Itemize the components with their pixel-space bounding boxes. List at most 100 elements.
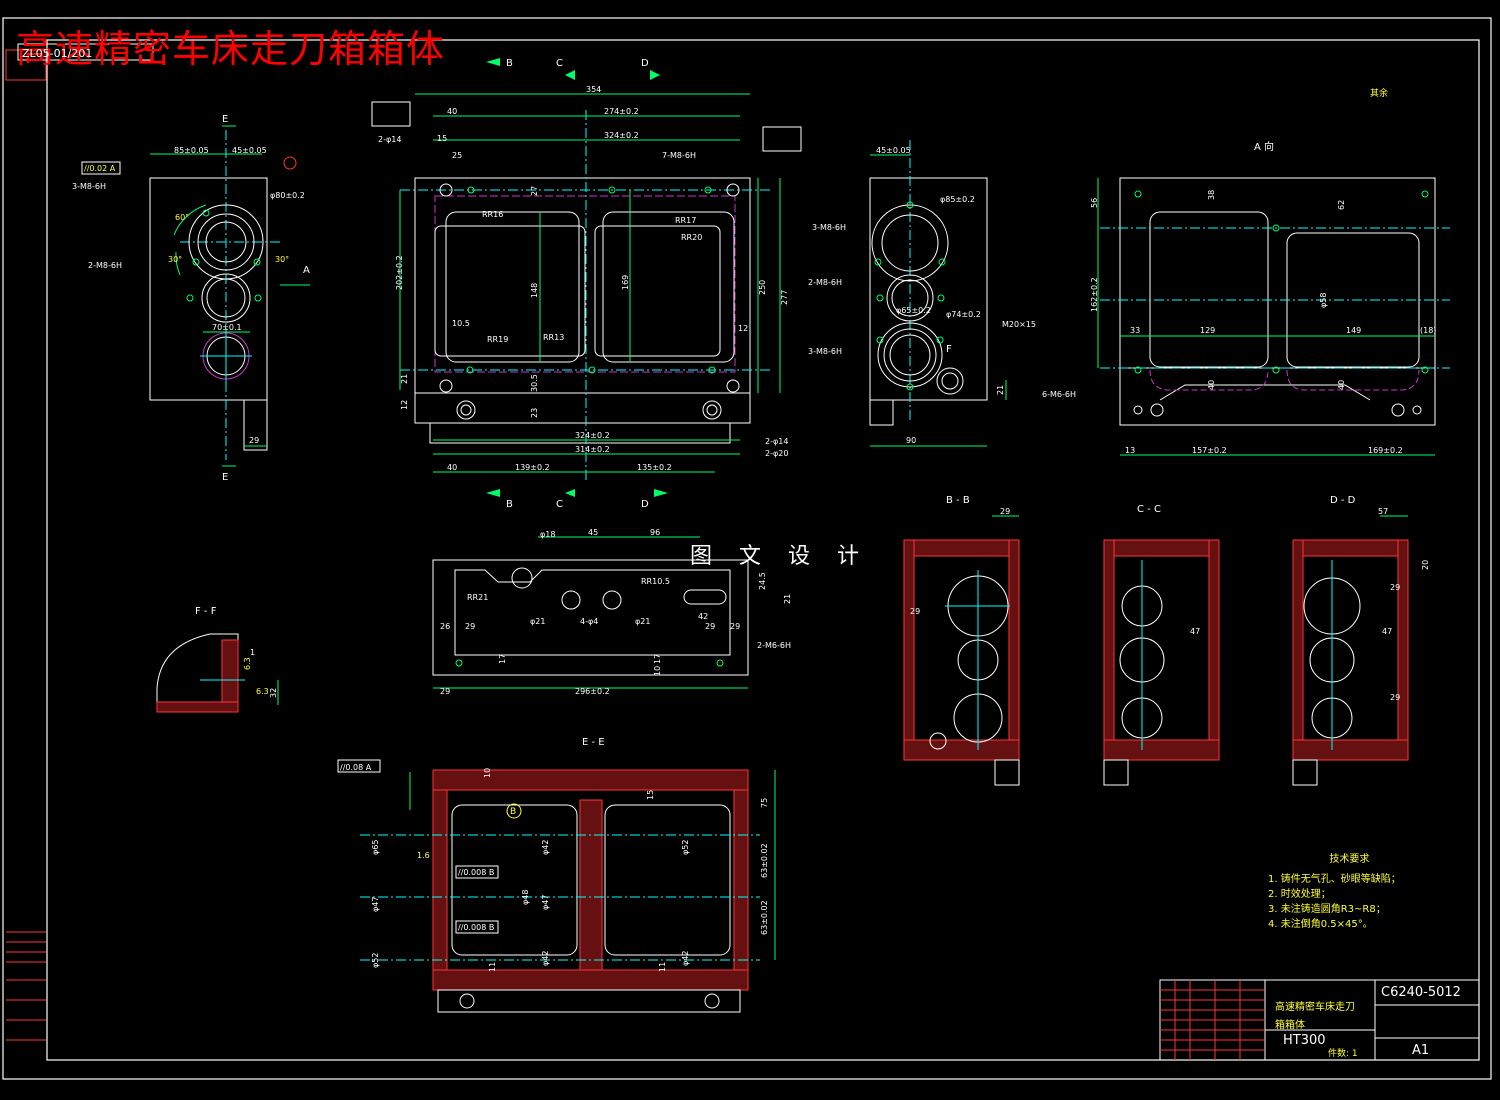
section-ff	[156, 633, 279, 713]
section-ff-labels: F - F 32 6.3 6.3 1	[195, 606, 278, 698]
dim-169: 169	[621, 275, 630, 290]
dim-135: 135±0.2	[637, 463, 672, 472]
dim-40-b: 40	[1337, 380, 1346, 390]
dim-phi80: φ80±0.2	[270, 191, 305, 200]
dim-21: 21	[400, 374, 409, 384]
dim-ee-phi52b: φ52	[681, 840, 690, 855]
label-ff: F - F	[195, 606, 217, 617]
dim-bb-29: 29	[1000, 507, 1010, 516]
label-dd: D - D	[1330, 495, 1356, 506]
label-e-top: E	[222, 114, 228, 125]
tol-ee-b2: //0.008 B	[458, 923, 494, 932]
rough-ff2: 6.3	[256, 687, 269, 696]
tech-note-3: 3. 未注铸造圆角R3~R8；	[1268, 904, 1386, 915]
a-direction-view	[1097, 177, 1450, 456]
label-b-bottom: B	[506, 499, 513, 510]
dim-25a: 25	[452, 151, 462, 160]
dim-dd-20: 20	[1421, 560, 1430, 570]
tol-ee-a: //0.08 A	[340, 763, 372, 772]
drawing-number: C6240-5012	[1381, 985, 1461, 1000]
dim-ee-phi52: φ52	[371, 953, 380, 968]
tech-note-4: 4. 未注倒角0.5×45°。	[1268, 919, 1373, 930]
part-name-line2: 箱箱体	[1275, 1020, 1305, 1031]
dim-90: 90	[906, 436, 916, 445]
dim-12b: 12	[400, 400, 409, 410]
watermark: 图 文 设 计	[690, 544, 869, 569]
dim-ee-63b: 63±0.02	[760, 900, 769, 935]
main-view-labels: 354 274±0.2 324±0.2 40 15 25 2-φ14 7-M8-…	[378, 58, 789, 510]
dim-ee-10: 10	[483, 768, 492, 778]
rr19: RR19	[487, 335, 508, 344]
dim-40-a: 40	[1207, 380, 1216, 390]
label-d-bottom: D	[641, 499, 649, 510]
tech-note-2: 2. 时效处理；	[1268, 889, 1331, 900]
title-block	[1159, 979, 1480, 1061]
dim-202: 202±0.2	[395, 255, 404, 290]
dim-phi18: φ18	[540, 530, 555, 539]
dim-45b: 45	[588, 528, 598, 537]
dim-ee-phi42a: φ42	[541, 840, 550, 855]
dim-45: 45±0.05	[232, 146, 267, 155]
label-c-bottom: C	[556, 499, 563, 510]
dim-314: 314±0.2	[575, 445, 610, 454]
dim-ee-11b: 11	[658, 962, 667, 972]
angle-30b: 30°	[275, 255, 289, 264]
dim-24-5: 24.5	[758, 572, 767, 590]
dim-2-m8: 2-M8-6H	[88, 261, 122, 270]
dim-2-phi20: 2-φ20	[765, 449, 788, 458]
dim-13: 13	[1125, 446, 1135, 455]
section-dd	[1292, 515, 1409, 786]
dim-3-m8: 3-M8-6H	[72, 182, 106, 191]
rough-ff1: 6.3	[243, 657, 252, 670]
dim-ee-phi48: φ48	[521, 890, 530, 905]
dim-side-45: 45±0.05	[876, 146, 911, 155]
corner-stamp: ZL05-01/201	[22, 47, 93, 60]
overlay-title: 高速精密车床走刀箱箱体	[16, 27, 446, 71]
bottom-view-labels: φ18 45 96 RR21 RR10.5 24.5 21 42 26 29 2…	[440, 528, 792, 696]
side-view-labels: 45±0.05 φ85±0.2 φ65±0.2 φ74±0.2 3-M8-6H …	[808, 146, 1036, 445]
dim-dd-57: 57	[1378, 507, 1388, 516]
dim-62: 62	[1337, 200, 1346, 210]
dim-56: 56	[1090, 198, 1099, 208]
dim-ee-phi42b: φ42	[541, 951, 550, 966]
dim-40: 40	[447, 107, 457, 116]
section-ee	[337, 759, 776, 1013]
dim-phi65: φ65±0.2	[896, 306, 931, 315]
dim-ee-63a: 63±0.02	[760, 843, 769, 878]
dim-29c: 29	[705, 622, 715, 631]
part-name-line1: 高速精密车床走刀	[1275, 1002, 1355, 1013]
section-ee-labels: E - E //0.08 A //0.008 B //0.008 B φ65 φ…	[340, 737, 769, 972]
dim-18: (18)	[1420, 326, 1436, 335]
dim-21b: 21	[783, 594, 792, 604]
rr10-5: RR10.5	[641, 577, 670, 586]
main-view-arrows	[486, 58, 668, 497]
angle-60: 60°	[175, 213, 189, 222]
dim-27: 27	[530, 186, 539, 196]
label-d-top: D	[641, 58, 649, 69]
dim-29b: 29	[465, 622, 475, 631]
corner-stamp-box	[17, 43, 154, 61]
dim-cc-47: 47	[1190, 627, 1200, 636]
dim-26b: 26	[440, 622, 450, 631]
dim-324-top: 324±0.2	[604, 131, 639, 140]
quantity: 件数: 1	[1328, 1049, 1358, 1059]
dim-29e: 29	[440, 687, 450, 696]
dim-ee-phi65: φ65	[371, 840, 380, 855]
dim-phi21a: φ21	[530, 617, 545, 626]
dim-7-m8: 7-M8-6H	[662, 151, 696, 160]
dim-phi21b: φ21	[635, 617, 650, 626]
dim-70: 70±0.1	[212, 323, 242, 332]
dim-bb-29b: 29	[910, 607, 920, 616]
dim-33: 33	[1130, 326, 1140, 335]
dim-40b: 40	[447, 463, 457, 472]
dim-dd-29b: 29	[1390, 693, 1400, 702]
dim-274: 274±0.2	[604, 107, 639, 116]
section-bb	[903, 515, 1020, 786]
dim-phi74: φ74±0.2	[946, 310, 981, 319]
dim-side-3m8b: 3-M8-6H	[808, 347, 842, 356]
front-view	[81, 125, 310, 467]
dim-phi85: φ85±0.2	[940, 195, 975, 204]
dim-169-a: 169±0.2	[1368, 446, 1403, 455]
dim-2-m6: 2-M6-6H	[757, 641, 791, 650]
dim-1: 1	[250, 648, 255, 657]
